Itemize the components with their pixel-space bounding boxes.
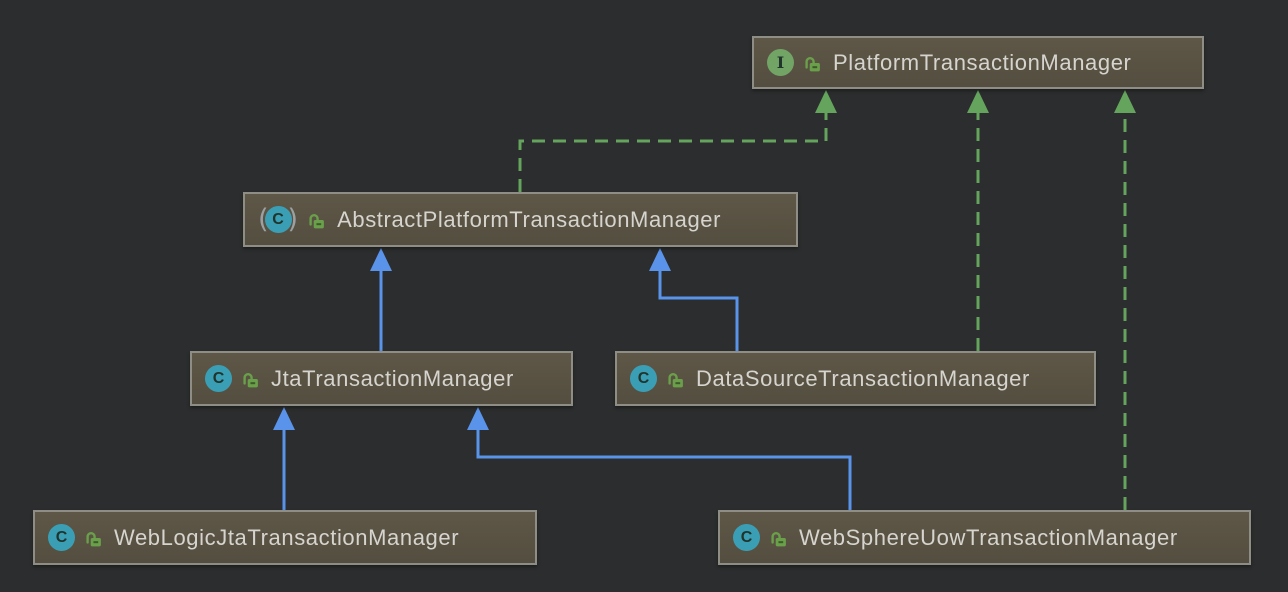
class-icon-letter: C [637,369,650,387]
class-node-datasource-transaction-manager[interactable]: C DataSourceTransactionManager [615,351,1096,406]
class-name-label: WebLogicJtaTransactionManager [114,524,460,550]
edge-datasource-extends-abstract [649,248,739,351]
public-unlock-icon [769,529,787,547]
class-icon: C [630,365,657,392]
class-icon-letter: C [272,210,284,228]
edge-websphere-extends-jta [467,407,852,510]
class-name-label: PlatformTransactionManager [833,49,1132,75]
class-node-websphere-uow-transaction-manager[interactable]: C WebSphereUowTransactionManager [718,510,1251,565]
class-icon-letter: C [740,528,753,546]
public-unlock-icon [241,370,259,388]
edge-jta-extends-abstract [370,248,392,351]
public-unlock-icon [666,370,684,388]
class-name-label: WebSphereUowTransactionManager [799,524,1178,550]
class-name-label: AbstractPlatformTransactionManager [337,206,722,232]
public-unlock-icon [307,211,325,229]
public-unlock-icon [84,529,102,547]
class-node-platform-transaction-manager[interactable]: I PlatformTransactionManager [752,36,1204,89]
class-icon-letter: C [55,528,68,546]
interface-icon: I [767,49,794,76]
class-icon-letter: C [212,369,225,387]
class-node-weblogic-jta-transaction-manager[interactable]: C WebLogicJtaTransactionManager [33,510,537,565]
class-icon: C [733,524,760,551]
class-node-jta-transaction-manager[interactable]: C JtaTransactionManager [190,351,573,406]
abstract-class-icon: ( C ) [258,204,299,235]
interface-icon-letter: I [776,52,785,72]
class-node-abstract-platform-transaction-manager[interactable]: ( C ) AbstractPlatformTransactionManager [243,192,798,247]
class-icon: C [48,524,75,551]
edge-abstract-implements-platform [518,90,837,192]
class-icon: C [205,365,232,392]
edge-weblogic-extends-jta [273,407,295,510]
public-unlock-icon [803,54,821,72]
edge-datasource-implements-platform [967,90,989,351]
class-name-label: JtaTransactionManager [271,365,514,391]
class-name-label: DataSourceTransactionManager [696,365,1030,391]
edge-websphere-implements-platform [1114,90,1136,510]
